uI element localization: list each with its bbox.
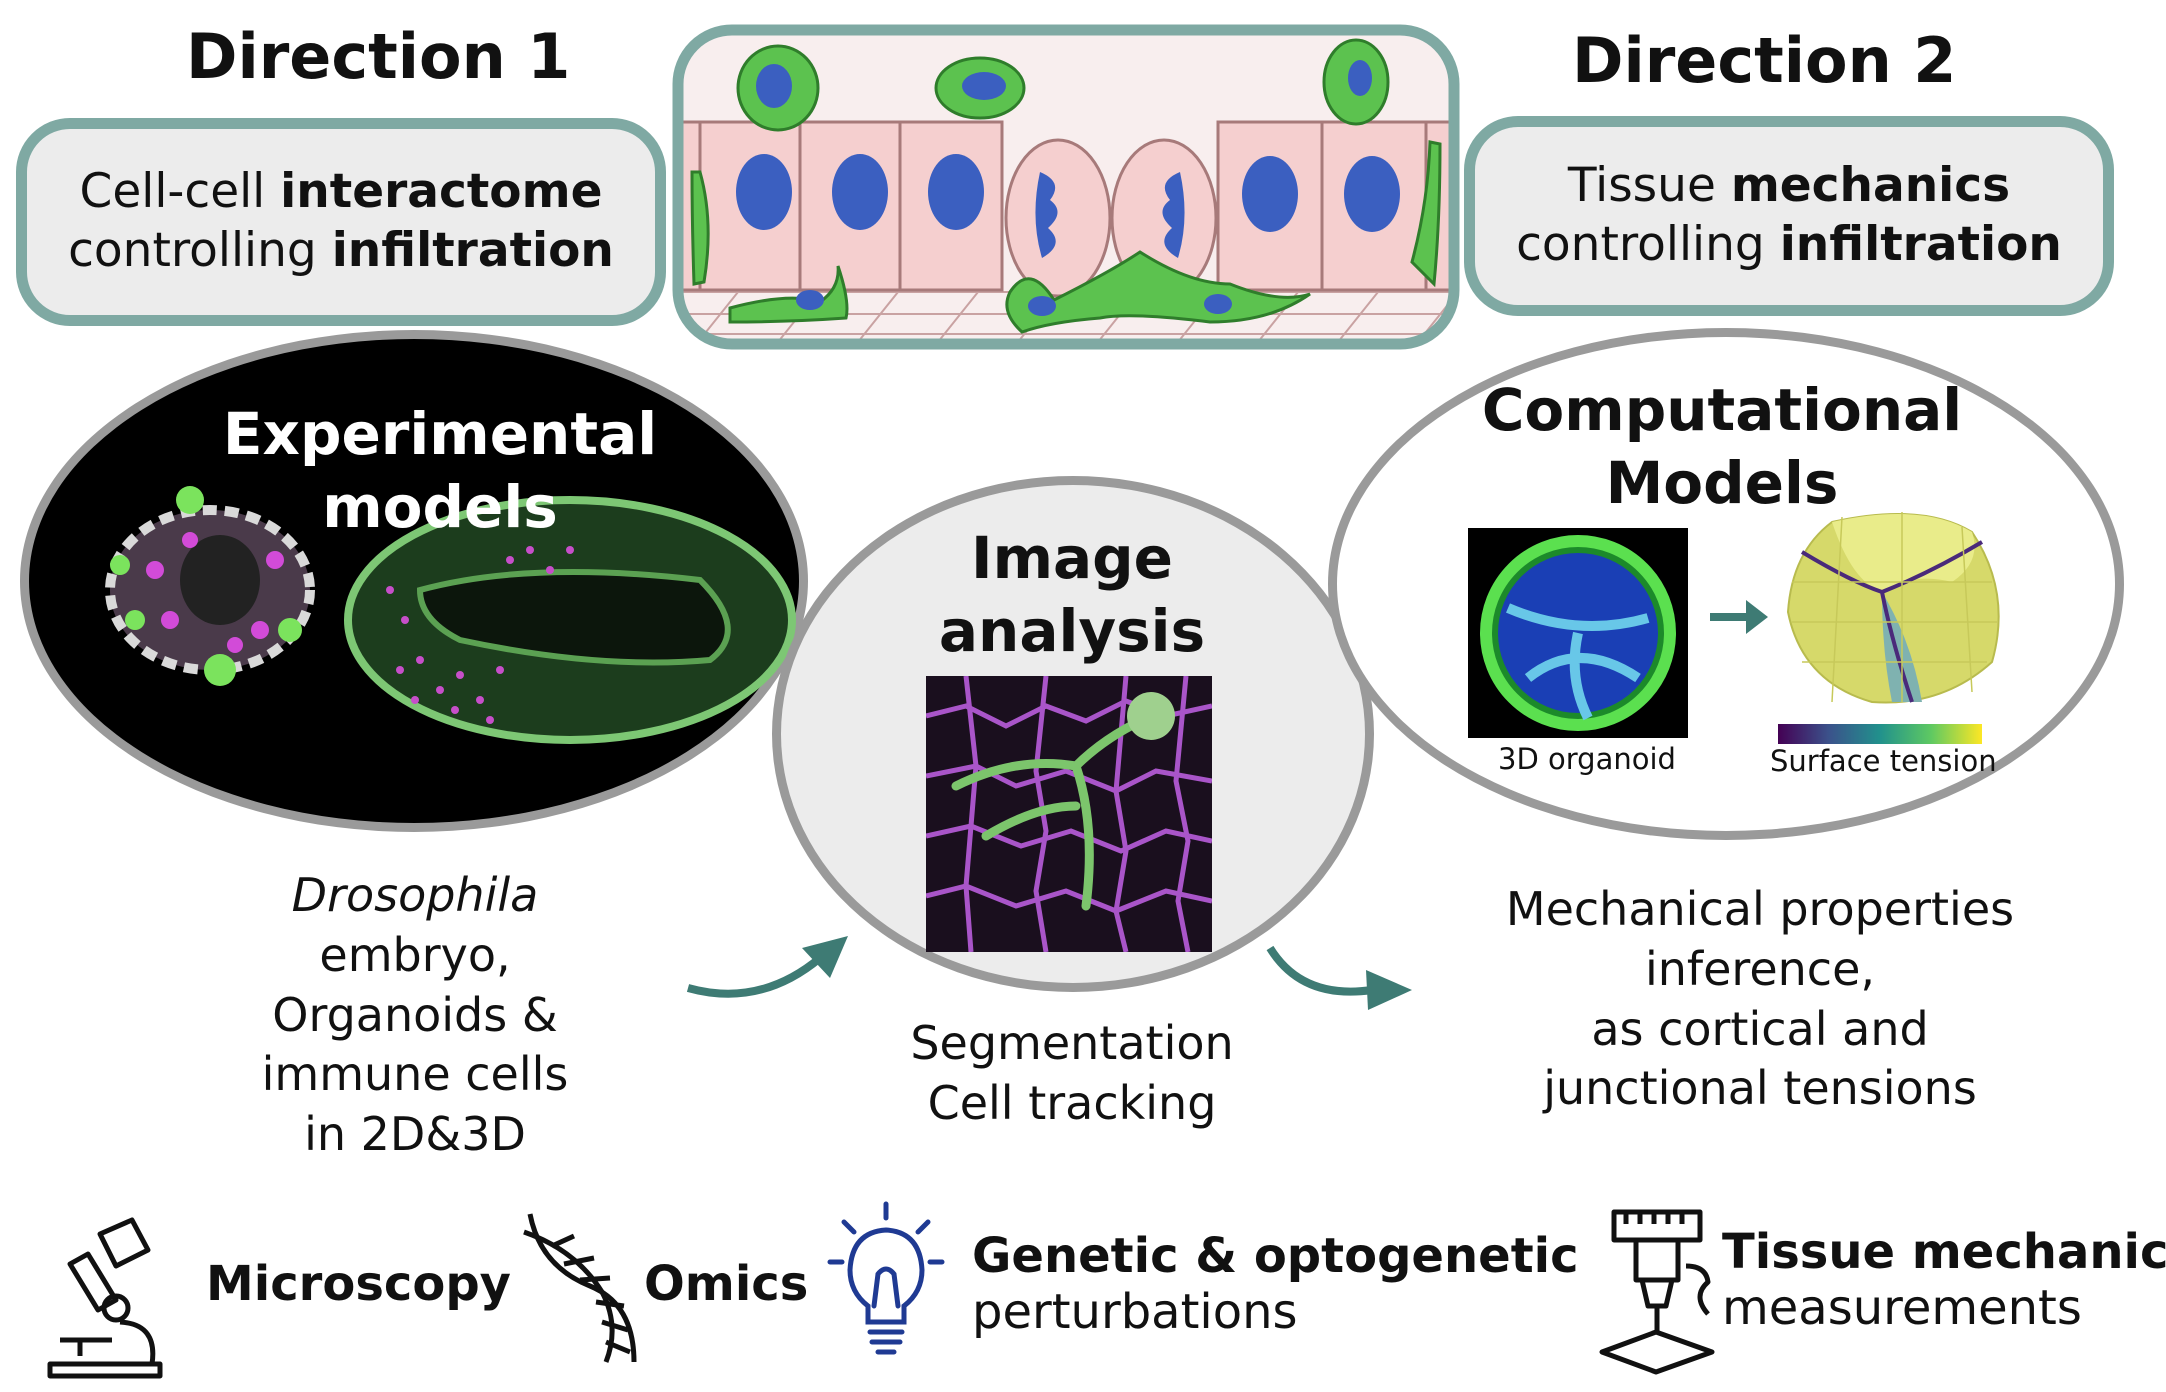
direction-1-title: Direction 1 — [186, 20, 571, 93]
organoid-3d-image — [1468, 528, 1688, 738]
image-analysis-caption: Segmentation Cell tracking — [910, 1016, 1234, 1130]
computational-models-title: Computational Models — [1481, 376, 1963, 517]
microscopy-label: Microscopy — [206, 1256, 511, 1312]
flow-arrow-2 — [1266, 945, 1412, 1010]
experimental-models-title: Experimental models — [222, 400, 658, 541]
nuclei — [736, 154, 1400, 258]
omics-label: Omics — [644, 1256, 809, 1312]
tension-model — [1786, 512, 2000, 704]
direction-1-line2: controlling infiltration — [68, 223, 614, 278]
direction-2-line1: Tissue mechanics — [1567, 158, 2011, 214]
epithelial-cells — [678, 120, 1454, 298]
experimental-micrographs — [105, 486, 796, 744]
genetic-perturbations-text: Genetic & optogenetic perturbations — [972, 1228, 1579, 1340]
measurements-label: measurements — [1722, 1280, 2082, 1336]
segmentation-micrograph — [926, 676, 1212, 952]
direction-2-line2: controlling infiltration — [1516, 217, 2062, 272]
flow-arrow-1 — [686, 936, 848, 998]
computational-caption: Mechanical properties inference, as cort… — [1505, 882, 2015, 1116]
surface-tension-colorbar — [1778, 724, 1982, 744]
dna-icon — [523, 1213, 637, 1363]
organoid-micrograph — [105, 486, 315, 686]
direction-2-box: Tissue mechanics controlling infiltratio… — [1464, 116, 2114, 316]
surface-tension-label: Surface tension — [1770, 744, 1997, 778]
direction-2-title: Direction 2 — [1572, 24, 1957, 97]
organoid-label: 3D organoid — [1498, 742, 1676, 776]
image-analysis-title: Image analysis — [938, 524, 1206, 665]
embryo-micrograph — [344, 496, 796, 744]
genetic-label: Genetic & optogenetic — [972, 1228, 1579, 1284]
mechanics-device-icon — [1599, 1209, 1715, 1375]
direction-1-line1: Cell-cell interactome — [79, 164, 603, 220]
immune-nuclei — [756, 60, 1372, 316]
tissue-border — [672, 24, 1460, 350]
experimental-caption: Drosophila embryo, Organoids & immune ce… — [261, 868, 569, 1162]
direction-1-box: Cell-cell interactome controlling infilt… — [16, 118, 666, 326]
lightbulb-icon — [827, 1201, 945, 1355]
tissue-mechanics-label: Tissue mechanics — [1722, 1224, 2166, 1280]
perturbations-label: perturbations — [972, 1284, 1298, 1340]
tissue-mechanics-measurements-text: Tissue mechanics measurements — [1722, 1224, 2166, 1336]
organoid-to-model-arrow — [1710, 600, 1768, 634]
microscope-icon — [47, 1217, 163, 1379]
tissue-illustration — [672, 24, 1460, 350]
